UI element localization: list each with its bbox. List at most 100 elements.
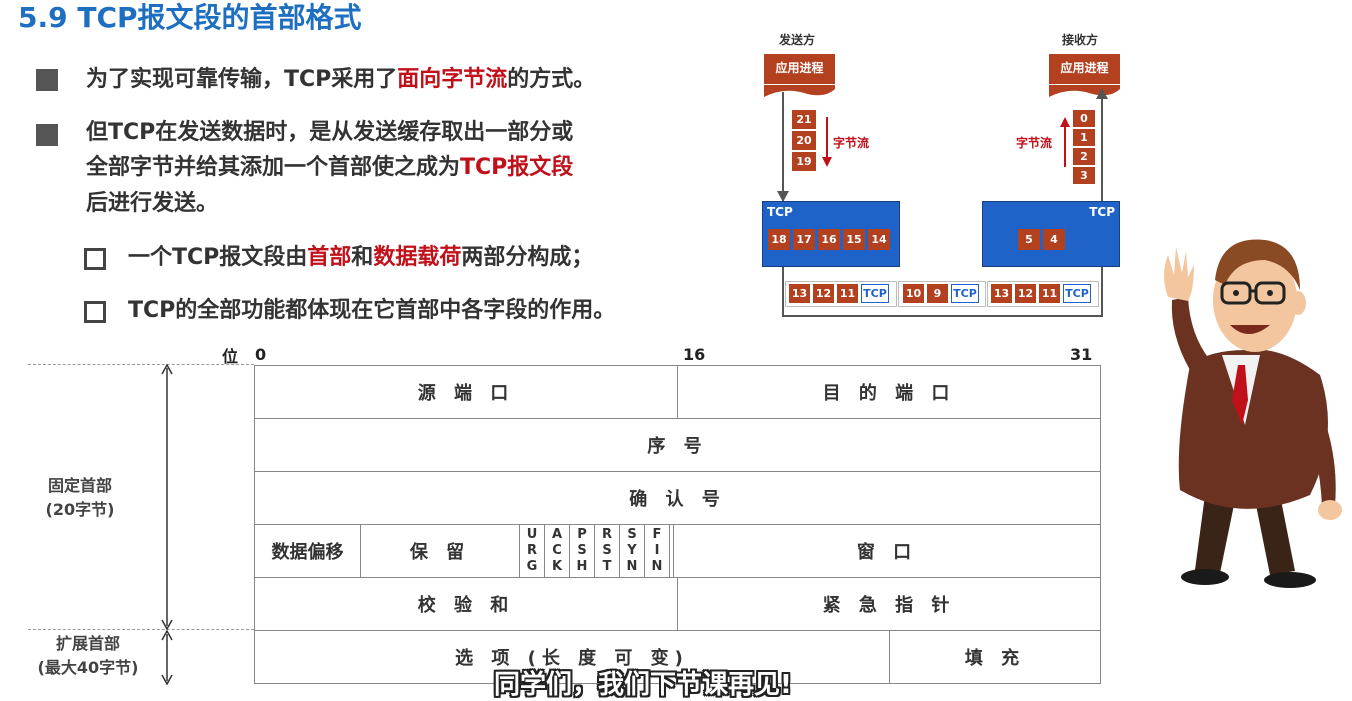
sender-buffer-byte: 17 — [793, 229, 815, 250]
flag-char: I — [654, 543, 660, 558]
sender-app-process: 应用进程 — [764, 54, 835, 84]
byte-stream-arrow-icon — [822, 117, 832, 167]
field-options: 选 项 (长 度 可 变) — [254, 630, 890, 684]
field-window: 窗 口 — [673, 524, 1101, 578]
receiver-stream-byte: 3 — [1073, 167, 1095, 184]
arrow-down-icon — [776, 188, 790, 202]
subbullet-1-highlight-a: 首部 — [307, 245, 352, 270]
receiver-tcp-label: TCP — [1089, 205, 1115, 219]
subbullet-1-text-c: 两部分构成； — [461, 245, 594, 270]
bullet-2-line1: 但TCP在发送数据时，是从发送缓存取出一部分或 — [86, 120, 574, 145]
receiver-buffer-byte: 4 — [1043, 229, 1065, 250]
flag-char: Y — [627, 543, 637, 558]
sender-byte-stream-label: 字节流 — [833, 136, 870, 150]
receiver-link-line — [1101, 92, 1103, 202]
segment-byte: 12 — [1015, 284, 1036, 303]
flag-char: K — [551, 559, 563, 574]
checkbox-icon — [84, 248, 106, 270]
sender-tcp-label: TCP — [767, 205, 793, 219]
field-checksum: 校 验 和 — [254, 577, 678, 631]
flag-char: S — [627, 527, 637, 542]
sender-buffer-byte: 15 — [843, 229, 865, 250]
fixed-header-title: 固定首部 — [47, 476, 112, 495]
sender-down-line — [782, 267, 784, 317]
receiver-buffer: 5 4 — [1018, 229, 1065, 250]
field-sequence-number: 序 号 — [254, 418, 1101, 472]
field-destination-port: 目 的 端 口 — [677, 365, 1101, 419]
segment-tcp-header: TCP — [861, 284, 889, 303]
flag-char: C — [552, 543, 562, 558]
sender-buffer-byte: 14 — [868, 229, 890, 250]
receiver-up-line — [1101, 267, 1103, 317]
segment-byte: 11 — [837, 284, 858, 303]
ext-header-label: 扩展首部 (最大40字节) — [30, 632, 146, 680]
bullet-2-line2: 全部字节并给其添加一个首部使之成为TCP报文段 — [86, 153, 573, 183]
video-subtitle: 同学们，我们下节课再见! — [494, 670, 792, 700]
subbullet-1-text-a: 一个TCP报文段由 — [128, 245, 308, 270]
subbullet-1-text-b: 和 — [351, 245, 374, 270]
fixed-header-size: (20字节) — [45, 500, 115, 519]
flag-char: H — [576, 559, 588, 574]
bullet-square — [36, 69, 58, 91]
field-urgent-pointer: 紧 急 指 针 — [677, 577, 1101, 631]
receiver-stream-byte: 2 — [1073, 148, 1095, 165]
sender-stream-byte: 21 — [792, 110, 816, 129]
field-source-port: 源 端 口 — [254, 365, 678, 419]
bullet-1-text-b: 的方式。 — [507, 67, 596, 92]
segment-byte: 13 — [789, 284, 810, 303]
byte-stream-arrow-icon — [1060, 117, 1070, 167]
receiver-tcp-box: TCP — [982, 201, 1120, 267]
segment-byte: 11 — [1039, 284, 1060, 303]
sender-label: 发送方 — [779, 33, 816, 47]
bullet-1: 为了实现可靠传输，TCP采用了面向字节流的方式。 — [86, 65, 595, 95]
segment-byte: 12 — [813, 284, 834, 303]
receiver-buffer-byte: 5 — [1018, 229, 1040, 250]
flag-char: N — [626, 559, 638, 574]
presenter-illustration — [1150, 225, 1345, 595]
bullet-2-highlight: TCP报文段 — [460, 155, 574, 180]
flag-char: P — [577, 527, 587, 542]
receiver-label: 接收方 — [1062, 33, 1099, 47]
sender-buffer: 18 17 16 15 14 — [768, 229, 890, 250]
segment-tcp-header: TCP — [951, 284, 979, 303]
subbullet-1-highlight-b: 数据载荷 — [373, 245, 462, 270]
page-title: 5.9 TCP报文段的首部格式 — [18, 1, 362, 34]
segment-byte: 9 — [927, 284, 948, 303]
segment-bytes: 10 9 TCP — [903, 284, 979, 303]
sender-process-wave — [764, 84, 835, 98]
bullet-1-highlight: 面向字节流 — [397, 67, 508, 92]
bullet-2-text: 全部字节并给其添加一个首部使之成为 — [86, 155, 461, 180]
bit-0: 0 — [255, 345, 267, 364]
segment-bytes: 13 12 11 TCP — [789, 284, 889, 303]
receiver-stream-byte: 1 — [1073, 129, 1095, 146]
subbullet-1: 一个TCP报文段由首部和数据载荷两部分构成； — [128, 243, 593, 273]
bit-31: 31 — [1070, 345, 1093, 364]
receiver-stream-byte: 0 — [1073, 110, 1095, 127]
segment-byte: 13 — [991, 284, 1012, 303]
ext-header-bracket-icon — [159, 629, 175, 686]
network-line — [782, 315, 1103, 317]
field-reserved: 保 留 — [360, 524, 520, 578]
bullet-1-text-a: 为了实现可靠传输，TCP采用了 — [86, 67, 398, 92]
flag-char: G — [526, 559, 538, 574]
receiver-byte-stream-label: 字节流 — [1016, 136, 1053, 150]
ext-header-size: (最大40字节) — [37, 658, 139, 677]
divider — [28, 364, 254, 365]
subbullet-2: TCP的全部功能都体现在它首部中各字段的作用。 — [128, 298, 616, 323]
ext-header-title: 扩展首部 — [55, 634, 120, 653]
bullet-2-line3: 后进行发送。 — [86, 191, 219, 216]
bullet-square — [36, 124, 58, 146]
field-ack-number: 确 认 号 — [254, 471, 1101, 525]
fixed-header-label: 固定首部 (20字节) — [30, 474, 130, 522]
sender-link-line — [782, 92, 784, 202]
flag-char: A — [551, 527, 563, 542]
segment-bytes: 13 12 11 TCP — [991, 284, 1091, 303]
flag-char: F — [652, 527, 662, 542]
